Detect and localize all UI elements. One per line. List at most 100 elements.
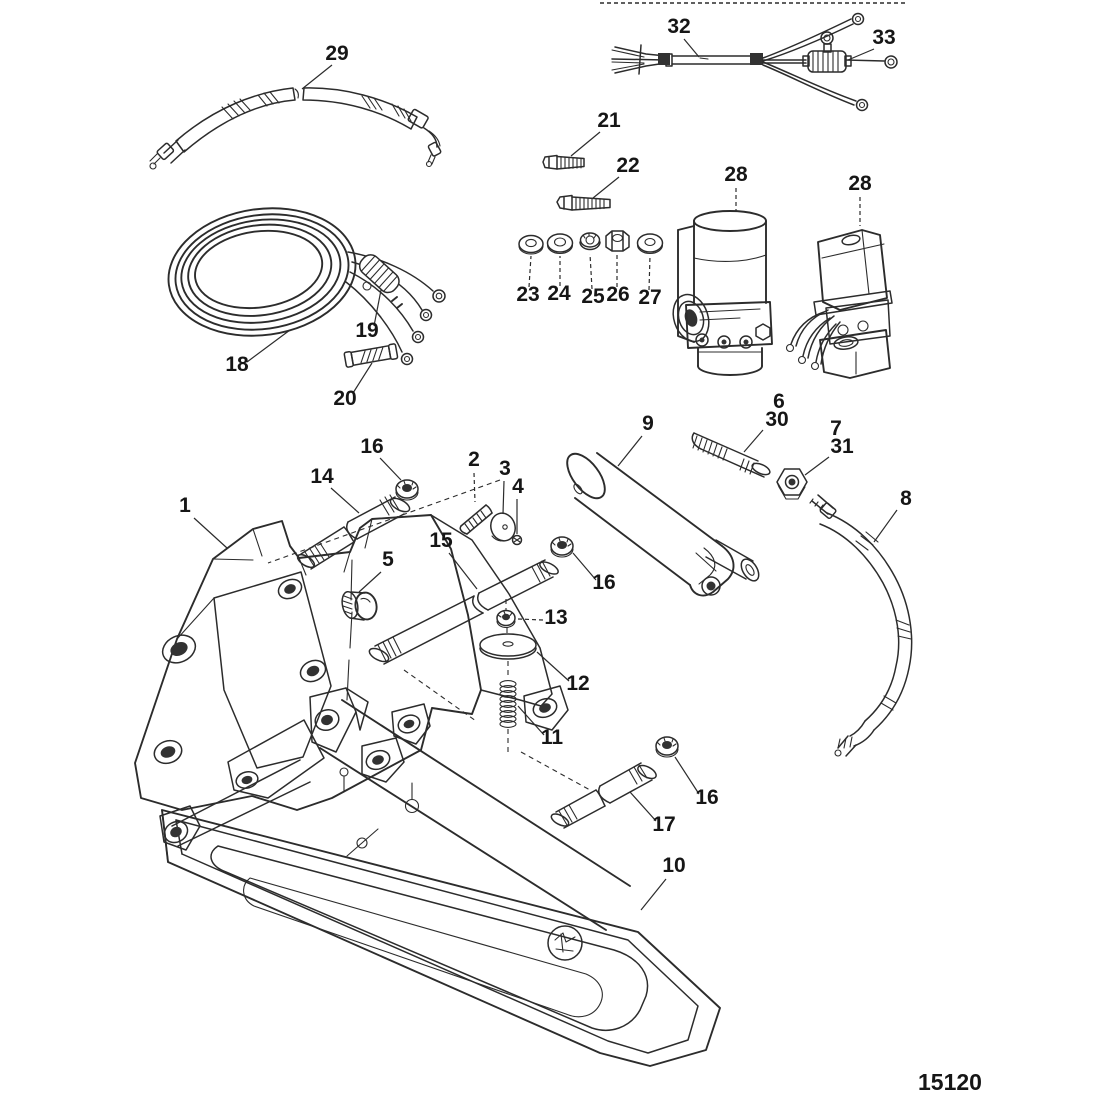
hose-braid-hatch	[855, 531, 912, 711]
spring-11	[499, 680, 517, 728]
ring-terminal	[419, 308, 433, 322]
callout-label-14-22: 14	[310, 465, 334, 488]
plug-5	[341, 590, 378, 621]
callout-label-22-4: 22	[616, 154, 639, 177]
leader-line-30-17	[743, 429, 764, 453]
leader-line-16-34	[674, 756, 700, 795]
callout-label-18-12: 18	[225, 353, 249, 376]
washer-12	[479, 633, 537, 660]
ring-terminal	[400, 352, 414, 366]
callout-label-10-35: 10	[662, 854, 685, 877]
leader-line-2-24	[473, 472, 476, 503]
hose-29-right-fitting	[407, 108, 442, 168]
leader-line-29-0	[301, 64, 333, 90]
callout-label-11-32: 11	[541, 726, 564, 749]
ring-terminal	[884, 55, 898, 69]
callout-label-27-9: 27	[638, 286, 661, 309]
callout-label-21-3: 21	[597, 109, 621, 132]
cap-3	[490, 512, 516, 542]
callout-label-5-27: 5	[382, 548, 394, 571]
harness-18-coil	[167, 207, 446, 366]
leader-line-21-3	[570, 131, 601, 157]
callout-label-16-34: 16	[695, 786, 718, 809]
leader-line-16-21	[379, 457, 402, 481]
callout-label-16-29: 16	[592, 571, 615, 594]
tape-wrap-19	[358, 254, 400, 294]
leader-line-27-9	[648, 255, 651, 291]
leader-line-19-13	[373, 289, 382, 327]
hose-29-trim-hose	[149, 87, 442, 170]
callout-label-28-10: 28	[724, 163, 748, 186]
leader-line-5-27	[358, 571, 382, 593]
pin-14	[296, 494, 411, 570]
callout-label-23-5: 23	[516, 283, 539, 306]
bolt-22	[556, 194, 611, 211]
flange-nut-16b	[550, 536, 574, 558]
flange-nut-16a	[395, 479, 419, 501]
leader-line-11-32	[517, 705, 545, 736]
callout-label-3-25: 3	[499, 457, 511, 480]
callout-label-13-30: 13	[544, 606, 567, 629]
leader-line-1-23	[193, 517, 228, 549]
leader-line-9-15	[617, 435, 643, 467]
ring-terminal	[855, 98, 869, 112]
callout-label-8-20: 8	[900, 487, 912, 510]
ring-terminal	[411, 330, 425, 344]
callout-label-12-31: 12	[566, 672, 589, 695]
pump-28-right	[785, 229, 893, 379]
washer-24	[546, 233, 574, 255]
construction-lines	[267, 2, 906, 791]
leader-line-31-19	[804, 456, 830, 476]
leader-line-16-29	[572, 552, 597, 581]
leader-line-23-5	[528, 255, 532, 288]
callout-label-26-8: 26	[606, 283, 629, 306]
brand-logo	[547, 925, 583, 961]
leader-line-18-12	[246, 329, 291, 363]
callout-label-9-15: 9	[642, 412, 654, 435]
callout-label-29-0: 29	[325, 42, 348, 65]
leader-line-20-14	[352, 362, 373, 394]
callout-label-30-17: 30	[765, 408, 788, 431]
callout-label-16-21: 16	[360, 435, 383, 458]
tape-ring	[362, 281, 372, 291]
leader-line-3-25	[502, 480, 505, 515]
hose-8-top-fitting	[809, 494, 837, 520]
callout-label-25-7: 25	[581, 285, 605, 308]
callout-label-24-6: 24	[547, 282, 571, 305]
washer-23	[518, 234, 544, 255]
callout-label-33-2: 33	[872, 26, 895, 49]
callout-label-6-16: 6	[773, 390, 785, 413]
pin-17	[550, 762, 657, 829]
nut-7-31	[776, 468, 808, 500]
leader-line-33-2	[847, 48, 875, 61]
anchor-plate-10	[159, 687, 721, 1067]
cable-band	[658, 53, 670, 65]
screw-4	[511, 534, 523, 546]
relay-33	[802, 31, 852, 73]
drawing-number: 15120	[918, 1069, 982, 1095]
transom-bracket-1	[134, 514, 569, 811]
harness-32	[611, 12, 898, 112]
callout-label-19-13: 19	[355, 319, 378, 342]
ring-terminal	[432, 289, 446, 303]
splice-20	[343, 343, 399, 368]
cable-band	[750, 53, 763, 65]
stud-6-30	[691, 432, 771, 478]
callout-label-32-1: 32	[667, 15, 690, 38]
washer-27	[636, 233, 664, 255]
shaft-15	[368, 559, 559, 665]
leader-line-17-33	[629, 791, 657, 822]
ring-terminal	[851, 12, 865, 26]
leader-line-8-20	[873, 509, 898, 543]
leader-line-25-7	[589, 253, 593, 290]
leader-line-15-28	[448, 552, 478, 590]
construction-line-1	[403, 669, 477, 722]
callout-label-7-18: 7	[830, 417, 842, 440]
locknut-26	[605, 230, 630, 252]
leader-line-14-22	[330, 487, 360, 514]
callout-label-20-14: 20	[333, 387, 356, 410]
leader-line-10-35	[640, 878, 667, 911]
